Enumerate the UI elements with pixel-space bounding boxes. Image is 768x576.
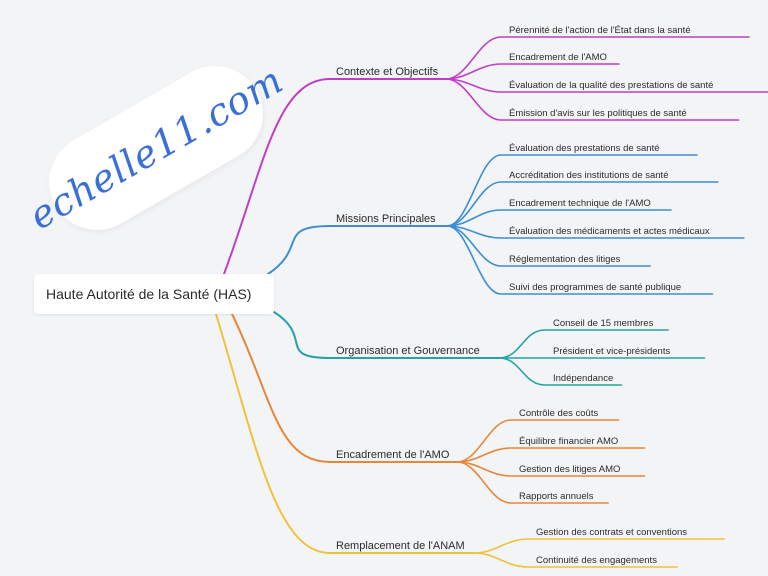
- leaf-connector: [446, 154, 698, 227]
- leaf-label[interactable]: Réglementation des litiges: [509, 254, 621, 265]
- leaf-connector: [446, 181, 719, 227]
- leaf-label[interactable]: Suivi des programmes de santé publique: [509, 282, 682, 293]
- branch-label[interactable]: Contexte et Objectifs: [336, 66, 439, 78]
- leaf-connector: [498, 329, 669, 359]
- leaf-label[interactable]: Équilibre financier AMO: [519, 436, 619, 447]
- leaf-connector: [445, 78, 740, 121]
- leaf-connector: [473, 538, 725, 554]
- leaf-connector: [456, 461, 609, 504]
- leaf-label[interactable]: Émission d'avis sur les politiques de sa…: [509, 108, 687, 119]
- root-node[interactable]: Haute Autorité de la Santé (HAS): [34, 274, 274, 314]
- branch-label[interactable]: Missions Principales: [336, 213, 436, 225]
- leaf-label[interactable]: Président et vice-présidents: [553, 346, 671, 357]
- leaf-label[interactable]: Évaluation des médicaments et actes médi…: [509, 226, 710, 237]
- branch-connector: [231, 313, 458, 463]
- branch-connector: [273, 311, 500, 359]
- leaf-label[interactable]: Indépendance: [553, 373, 614, 384]
- leaf-label[interactable]: Conseil de 15 membres: [553, 318, 654, 329]
- leaf-connector: [446, 225, 714, 295]
- root-label: Haute Autorité de la Santé (HAS): [46, 286, 252, 302]
- branch-label[interactable]: Remplacement de l'ANAM: [336, 540, 465, 552]
- leaf-label[interactable]: Gestion des litiges AMO: [519, 464, 621, 475]
- leaf-label[interactable]: Contrôle des coûts: [519, 408, 599, 419]
- leaf-connector: [445, 63, 620, 80]
- leaf-label[interactable]: Encadrement technique de l'AMO: [509, 198, 651, 209]
- branch-connector: [223, 78, 447, 275]
- leaf-label[interactable]: Évaluation des prestations de santé: [509, 143, 660, 154]
- leaf-label[interactable]: Évaluation de la qualité des prestations…: [509, 80, 714, 91]
- leaf-label[interactable]: Pérennité de l'action de l'État dans la …: [509, 25, 691, 36]
- leaf-connector: [446, 209, 672, 227]
- leaf-connector: [456, 419, 620, 463]
- leaf-label[interactable]: Accréditation des institutions de santé: [509, 170, 669, 181]
- leaf-label[interactable]: Encadrement de l'AMO: [509, 52, 607, 63]
- leaf-connector: [456, 447, 646, 463]
- leaf-connector: [445, 36, 750, 80]
- leaf-connector: [473, 552, 678, 568]
- branch-label[interactable]: Organisation et Gouvernance: [336, 345, 480, 357]
- leaf-label[interactable]: Rapports annuels: [519, 491, 594, 502]
- branch-label[interactable]: Encadrement de l'AMO: [336, 449, 450, 461]
- branch-connector: [267, 225, 448, 275]
- branch-connector: [215, 313, 475, 554]
- leaf-label[interactable]: Gestion des contrats et conventions: [536, 527, 688, 538]
- leaf-connector: [498, 357, 623, 386]
- leaf-label[interactable]: Continuité des engagements: [536, 555, 657, 566]
